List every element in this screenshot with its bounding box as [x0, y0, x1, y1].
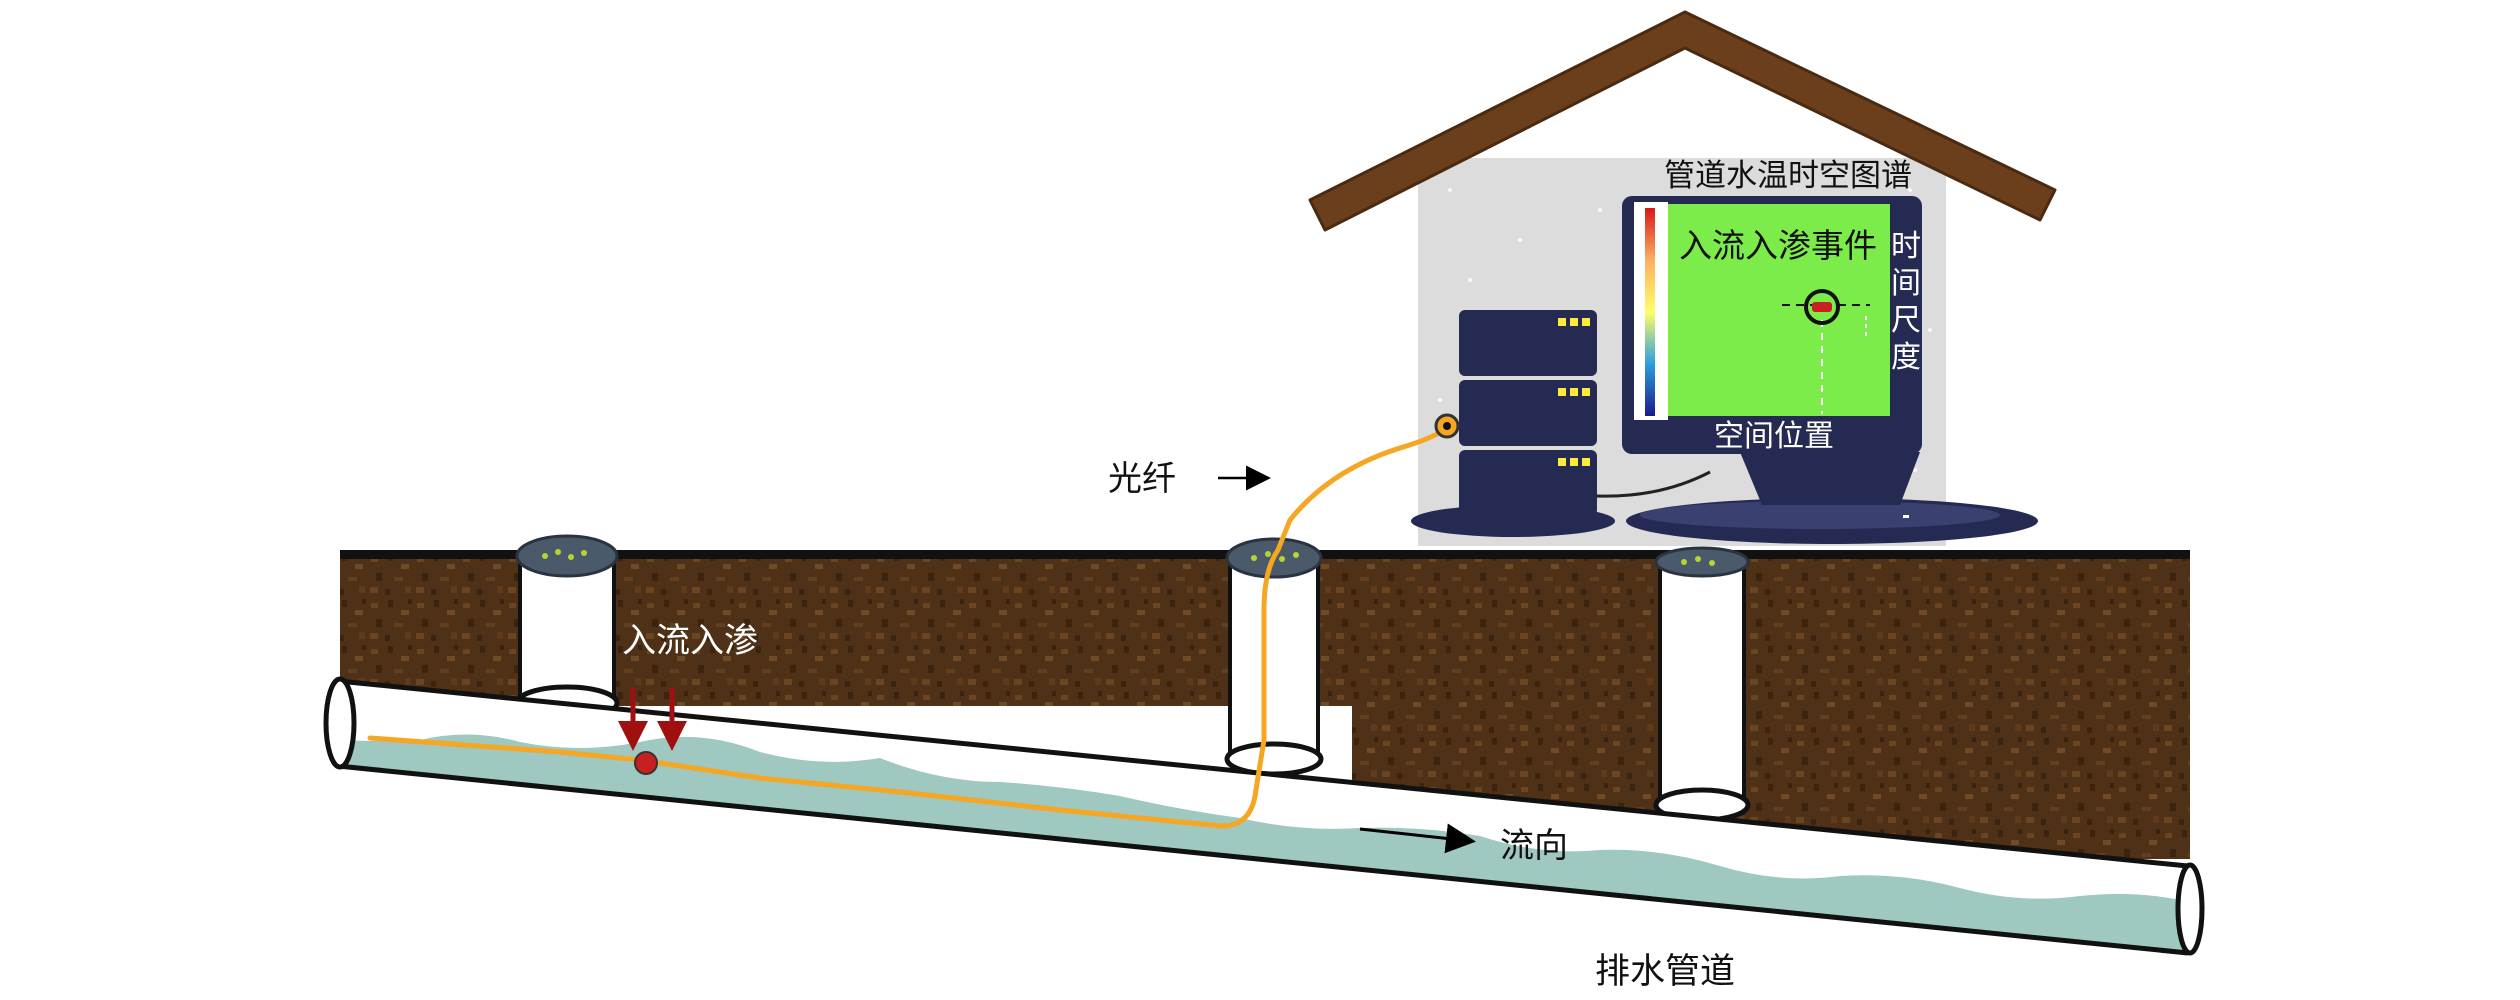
flow-direction-label: 流向: [1500, 826, 1568, 866]
fiber-label: 光纤: [1108, 459, 1176, 499]
server-indicators: [1558, 318, 1590, 466]
pipe-end-right: [2175, 862, 2205, 956]
heatmap-plot: [1668, 204, 1890, 416]
monitor-base-highlight: [1640, 501, 2000, 529]
flow-direction-arrow: [1359, 823, 1476, 854]
manhole-2-cover-dots: [1251, 551, 1299, 562]
manhole-2-shaft: [1228, 558, 1320, 760]
monitor-title: 管道水温时空图谱: [1664, 158, 1912, 194]
fiber-connector-core: [1443, 422, 1451, 430]
manhole-3: [1653, 546, 1751, 823]
event-label: 入流入渗事件: [1679, 226, 1877, 265]
heatmap-colorbar: [1645, 208, 1655, 416]
server-unit-2: [1459, 380, 1597, 446]
time-axis-char-2: 间: [1891, 266, 1921, 301]
manhole-3-cover: [1654, 546, 1750, 578]
monitor-cable: [1596, 470, 1711, 498]
monitor-power-dot: [1903, 515, 1909, 518]
event-ring: [1804, 289, 1840, 325]
server-rack: [1411, 310, 1615, 537]
infiltration-point: [634, 751, 658, 775]
time-axis-char-3: 尺: [1891, 303, 1921, 338]
manhole-1-shaft: [518, 555, 616, 705]
roof: [1308, 10, 2057, 232]
manhole-3-shaft: [1658, 562, 1746, 806]
pipe-end-left: [323, 676, 357, 770]
time-axis-char-4: 度: [1891, 340, 1921, 375]
infiltration-label: 入流入渗: [622, 621, 758, 661]
manhole-3-cover-dots: [1681, 556, 1715, 566]
monitor-stand: [1740, 452, 1920, 505]
pipe-top-edge: [337, 678, 2189, 869]
drainage-pipe: [323, 676, 2205, 956]
space-axis-label: 空间位置: [1714, 419, 1834, 454]
pipe-bottom-edge: [337, 763, 2189, 956]
pipe-water: [338, 734, 2188, 953]
manhole-1-cover: [515, 534, 619, 578]
time-axis-char-1: 时: [1891, 229, 1921, 264]
server-unit-1: [1459, 310, 1597, 376]
optical-fiber: [367, 423, 1451, 829]
server-unit-3: [1459, 450, 1597, 516]
manhole-1: [514, 534, 620, 722]
pipe-label: 排水管道: [1595, 952, 1735, 992]
event-marker: [1812, 302, 1832, 312]
monitor: [1596, 196, 2038, 544]
soil-segment-1: [340, 556, 1354, 706]
manhole-2: [1224, 537, 1324, 777]
manhole-1-cover-dots: [542, 549, 587, 560]
